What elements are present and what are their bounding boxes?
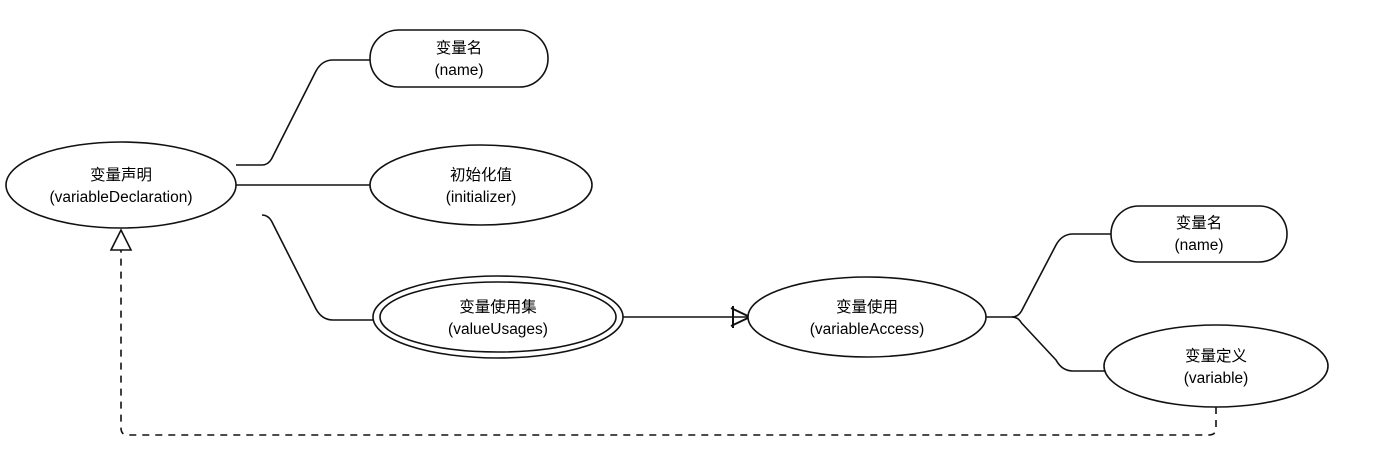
name-left-label-zh: 变量名 — [436, 39, 483, 57]
variable-access-label-en: (variableAccess) — [810, 321, 925, 338]
node-variable-declaration[interactable]: 变量声明 (variableDeclaration) — [5, 141, 237, 229]
name-right-rounded-rect[interactable] — [1110, 205, 1288, 263]
edge-declaration-to-value-usages — [261, 214, 376, 321]
node-variable-access[interactable]: 变量使用 (variableAccess) — [747, 276, 987, 358]
variable-declaration-label-zh: 变量声明 — [90, 166, 152, 184]
variable-declaration-ellipse[interactable] — [5, 141, 237, 229]
initializer-label-zh: 初始化值 — [450, 166, 512, 184]
name-right-label-zh: 变量名 — [1176, 214, 1223, 232]
edge-declaration-to-name — [236, 59, 370, 166]
name-right-label-en: (name) — [1174, 237, 1223, 254]
edge-variable-access-to-variable — [1011, 316, 1108, 372]
variable-access-label-zh: 变量使用 — [836, 298, 898, 316]
edge-value-usages-to-variable-access — [623, 306, 751, 328]
variable-declaration-label-en: (variableDeclaration) — [49, 189, 192, 206]
initializer-label-en: (initializer) — [446, 189, 517, 206]
value-usages-label-en: (valueUsages) — [448, 321, 548, 338]
variable-def-ellipse[interactable] — [1103, 324, 1329, 408]
variable-def-label-zh: 变量定义 — [1185, 347, 1247, 365]
edge-variable-to-declaration-dashed — [109, 228, 1217, 436]
node-initializer[interactable]: 初始化值 (initializer) — [369, 144, 593, 226]
name-left-rounded-rect[interactable] — [369, 29, 549, 88]
node-name-right[interactable]: 变量名 (name) — [1110, 205, 1288, 263]
initializer-ellipse[interactable] — [369, 144, 593, 226]
value-usages-inner-ellipse — [379, 281, 617, 353]
variable-access-ellipse[interactable] — [747, 276, 987, 358]
value-usages-label-zh: 变量使用集 — [459, 298, 537, 316]
edge-variable-access-to-name — [986, 233, 1111, 318]
node-value-usages[interactable]: 变量使用集 (valueUsages) — [372, 275, 624, 359]
node-name-left[interactable]: 变量名 (name) — [369, 29, 549, 88]
node-variable-def[interactable]: 变量定义 (variable) — [1103, 324, 1329, 408]
name-left-label-en: (name) — [434, 62, 483, 79]
value-usages-outer-ellipse[interactable] — [372, 275, 624, 359]
variable-def-label-en: (variable) — [1184, 370, 1249, 387]
